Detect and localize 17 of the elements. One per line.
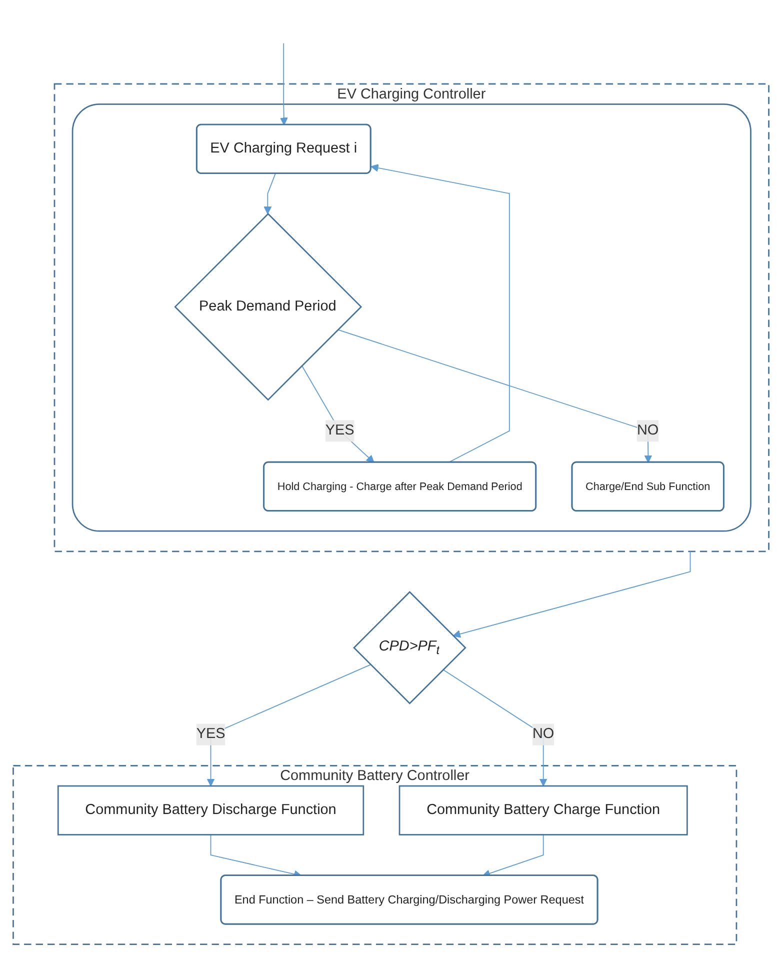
- node-diamond: Peak Demand Period: [174, 213, 362, 401]
- node-diamond: CPD>PF$_{t}$: [353, 591, 466, 705]
- edge-label: YES: [325, 423, 354, 438]
- arrow: [264, 173, 276, 214]
- arrow: [301, 365, 374, 464]
- node-box: Community Battery Charge Function: [398, 786, 688, 836]
- arrow: [370, 164, 510, 464]
- edge-label: YES: [196, 726, 226, 742]
- arrow: [482, 834, 544, 878]
- edge-label: NO: [532, 726, 554, 742]
- arrow: [452, 551, 691, 638]
- arrow: [206, 664, 371, 787]
- edge-label: NO: [636, 423, 659, 438]
- arrow: [337, 329, 652, 464]
- node-box: Community Battery Discharge Function: [57, 786, 364, 836]
- arrow: [280, 43, 288, 126]
- arrow: [442, 669, 548, 787]
